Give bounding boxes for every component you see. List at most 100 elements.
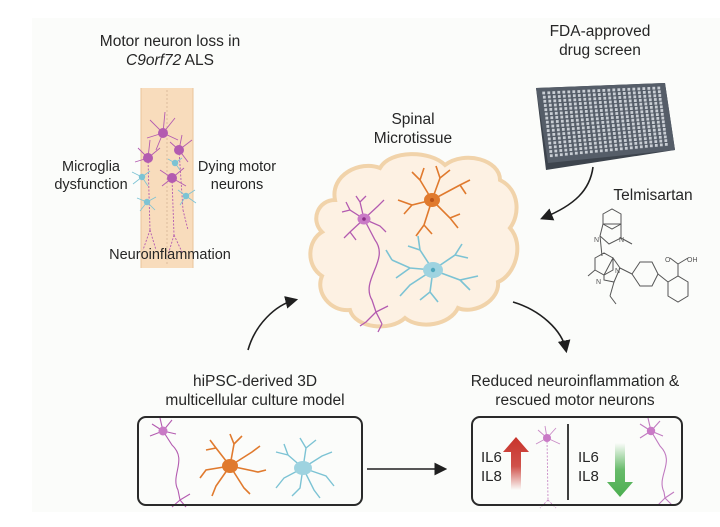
well xyxy=(595,113,599,117)
well xyxy=(633,134,637,138)
well xyxy=(572,135,576,139)
well xyxy=(644,141,648,144)
well xyxy=(577,90,581,93)
well xyxy=(623,99,627,103)
well xyxy=(654,140,658,143)
well xyxy=(549,154,553,158)
well xyxy=(593,97,597,101)
well xyxy=(561,123,565,127)
well xyxy=(581,122,585,126)
well xyxy=(597,129,601,133)
well xyxy=(548,145,552,149)
well xyxy=(601,121,605,124)
well xyxy=(646,117,650,121)
spinal-cord-title-line2: C9orf72 ALS xyxy=(70,51,270,70)
well xyxy=(663,135,667,139)
well xyxy=(607,92,611,96)
well xyxy=(660,112,664,116)
well xyxy=(617,127,621,131)
title-line: Reduced neuroinflammation & xyxy=(470,373,680,390)
rescued-motor-neuron xyxy=(639,417,675,506)
well xyxy=(622,88,626,91)
well xyxy=(603,100,607,104)
well xyxy=(653,132,657,136)
well xyxy=(557,95,561,98)
well xyxy=(603,136,607,140)
well xyxy=(569,152,573,156)
well xyxy=(636,118,640,122)
well xyxy=(594,105,598,109)
well xyxy=(622,127,626,131)
well xyxy=(572,131,576,135)
well xyxy=(622,92,626,95)
culture-model-title: hiPSC-derived 3D multicellular culture m… xyxy=(140,372,370,410)
well xyxy=(586,126,590,129)
well xyxy=(563,144,567,148)
well xyxy=(579,147,583,150)
well xyxy=(606,124,610,128)
arrow-microtissue-to-outcome xyxy=(512,301,571,354)
well xyxy=(566,127,570,131)
well xyxy=(637,126,641,129)
well xyxy=(582,134,586,138)
well xyxy=(616,119,620,123)
well xyxy=(587,130,591,133)
well xyxy=(635,114,639,118)
spinal-microtissue-illustration xyxy=(308,152,520,333)
well xyxy=(584,150,588,154)
well xyxy=(589,146,593,150)
marker-il6: IL6 xyxy=(578,449,599,466)
well xyxy=(657,124,661,128)
astrocyte-cell xyxy=(397,165,471,237)
well xyxy=(648,133,652,136)
well xyxy=(582,93,586,97)
well xyxy=(603,96,607,100)
well xyxy=(636,122,640,126)
il-markers-untreated: IL6 IL8 xyxy=(481,448,502,486)
well xyxy=(630,111,634,114)
well xyxy=(604,144,608,148)
well xyxy=(565,115,569,119)
well xyxy=(629,107,633,110)
well xyxy=(577,135,581,138)
well xyxy=(575,114,579,118)
well xyxy=(591,121,595,125)
well xyxy=(613,140,617,143)
well xyxy=(602,92,606,96)
microtissue-cloud xyxy=(308,152,520,329)
well xyxy=(558,99,562,102)
well xyxy=(578,139,582,142)
well xyxy=(613,96,617,100)
well xyxy=(552,91,556,94)
well xyxy=(624,107,628,111)
well xyxy=(549,108,553,111)
well xyxy=(615,112,619,115)
well xyxy=(568,102,572,106)
well xyxy=(550,120,554,124)
well xyxy=(567,131,571,135)
motor-neurons-cluster xyxy=(134,111,193,256)
well xyxy=(583,101,587,105)
well xyxy=(544,112,548,116)
well xyxy=(599,105,603,108)
well xyxy=(608,100,612,104)
well xyxy=(607,128,611,132)
culture-model-cells xyxy=(149,417,335,508)
well xyxy=(593,137,597,141)
well xyxy=(562,90,566,94)
well xyxy=(584,146,588,150)
well xyxy=(564,152,568,156)
well xyxy=(558,145,562,148)
well xyxy=(547,91,551,95)
label-line: neurons xyxy=(210,177,264,193)
well xyxy=(614,147,618,151)
well xyxy=(617,92,621,95)
well xyxy=(652,86,656,90)
well xyxy=(647,90,651,94)
well xyxy=(594,145,598,149)
well xyxy=(649,106,653,109)
svg-text:N: N xyxy=(596,279,601,286)
well xyxy=(596,121,600,125)
label-line: Microglia xyxy=(61,159,120,175)
